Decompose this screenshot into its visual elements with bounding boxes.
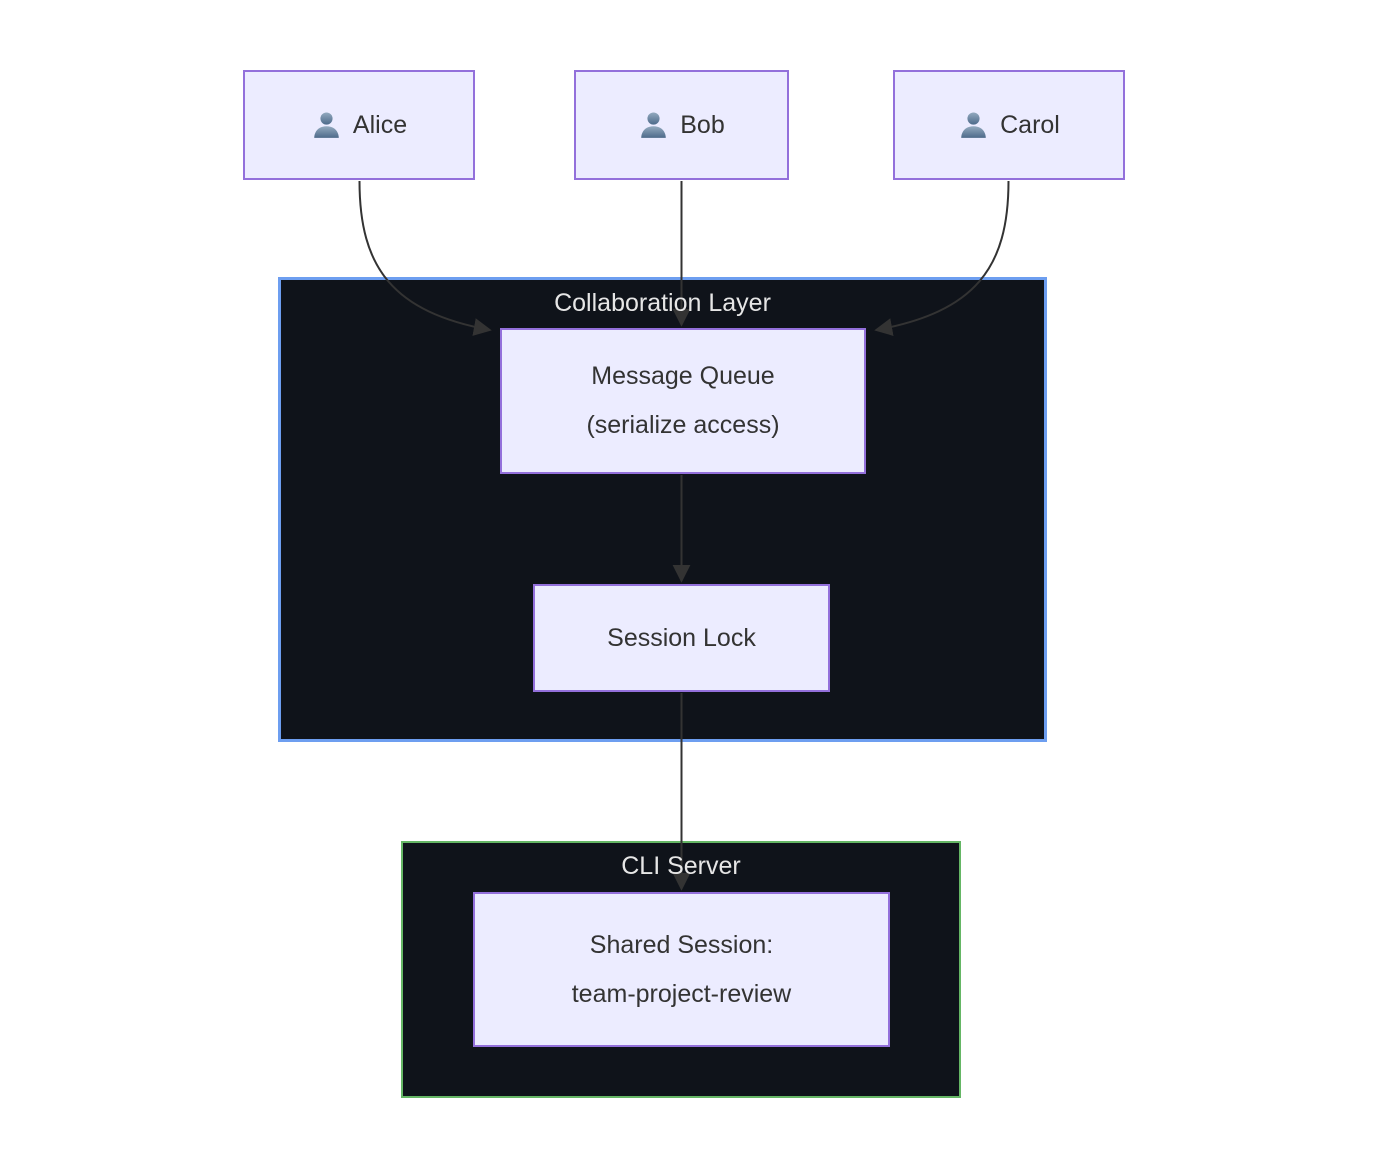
user-icon: [638, 110, 669, 141]
message-queue-line1: Message Queue: [591, 362, 775, 390]
message-queue-line2: (serialize access): [586, 411, 780, 439]
cluster-title-collaboration-layer: Collaboration Layer: [554, 289, 771, 317]
node-alice: Alice: [243, 70, 475, 180]
node-shared-session: Shared Session: team-project-review: [473, 892, 890, 1047]
actor-label-alice: Alice: [352, 110, 408, 139]
node-bob: Bob: [574, 70, 789, 180]
shared-session-line1: Shared Session:: [589, 930, 774, 959]
shared-session-line2: team-project-review: [571, 979, 792, 1008]
session-lock-label: Session Lock: [607, 623, 756, 652]
cluster-title-cli-server: CLI Server: [621, 852, 741, 880]
node-carol: Carol: [893, 70, 1125, 180]
node-message-queue: Message Queue (serialize access): [500, 328, 866, 474]
actor-label-bob: Bob: [680, 110, 725, 139]
user-icon: [958, 110, 989, 141]
actor-label-carol: Carol: [1000, 110, 1060, 139]
node-session-lock: Session Lock: [533, 584, 830, 692]
user-icon: [311, 110, 342, 141]
